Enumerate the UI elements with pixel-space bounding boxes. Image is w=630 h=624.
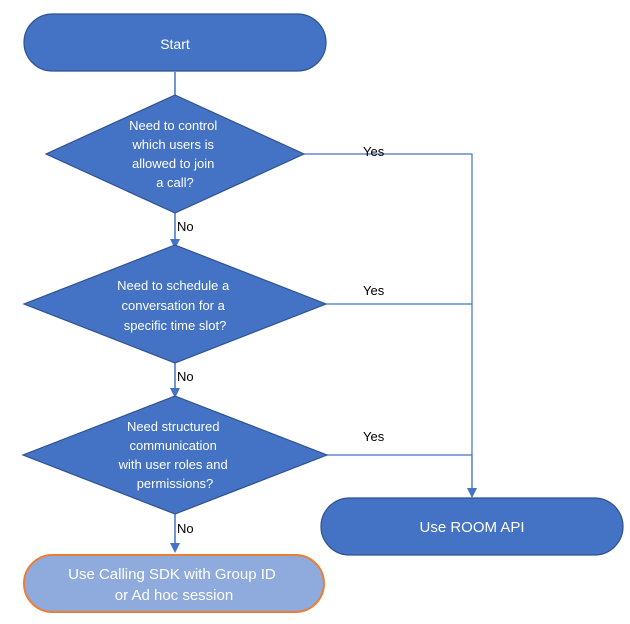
- decision2-line-3: specific time slot?: [124, 318, 227, 333]
- decision3-line-1: Need structured: [127, 419, 220, 434]
- start-label: Start: [160, 36, 190, 52]
- room-api-node: Use ROOM API: [320, 497, 624, 556]
- start-node: Start: [23, 13, 327, 72]
- edge-label-no-1: No: [177, 219, 194, 234]
- decision2-label: Need to schedule a conversation for a sp…: [117, 278, 233, 333]
- decision1-line-4: a call?: [156, 175, 194, 190]
- decision1-shape: [44, 94, 306, 214]
- edge-decision1-yes-to-room-api: [303, 153, 473, 489]
- decision2-line-2: conversation for a: [122, 298, 226, 313]
- room-api-label: Use ROOM API: [419, 519, 524, 536]
- decision1-node: Need to control which users is allowed t…: [44, 94, 306, 214]
- decision1-line-3: allowed to join: [132, 156, 214, 171]
- edge-label-no-3: No: [177, 521, 194, 536]
- decision3-label: Need structured communication with user …: [118, 419, 232, 491]
- edge-label-no-2: No: [177, 369, 194, 384]
- decision3-node: Need structured communication with user …: [21, 395, 329, 515]
- decision1-line-1: Need to control: [129, 118, 217, 133]
- calling-sdk-label: Use Calling SDK with Group ID or Ad hoc …: [68, 566, 280, 604]
- decision3-line-4: permissions?: [137, 476, 214, 491]
- decision2-node: Need to schedule a conversation for a sp…: [22, 244, 328, 364]
- calling-sdk-node: Use Calling SDK with Group ID or Ad hoc …: [23, 554, 325, 613]
- edge-label-yes-2: Yes: [363, 283, 385, 298]
- connectors: [170, 72, 477, 553]
- edge-labels: Yes No Yes No Yes No: [177, 144, 385, 536]
- calling-sdk-line-1: Use Calling SDK with Group ID: [68, 566, 276, 583]
- decision2-line-1: Need to schedule a: [117, 278, 230, 293]
- calling-sdk-line-2: or Ad hoc session: [115, 587, 233, 604]
- room-api-shape: [320, 497, 624, 556]
- decision2-shape: [22, 244, 328, 364]
- start-shape: [23, 13, 327, 72]
- edge-label-yes-3: Yes: [363, 429, 385, 444]
- decision3-line-3: with user roles and: [118, 457, 228, 472]
- decision3-line-2: communication: [129, 438, 216, 453]
- decision3-shape: [21, 395, 329, 515]
- calling-sdk-shape: [23, 554, 325, 613]
- edge-label-yes-1: Yes: [363, 144, 385, 159]
- decision1-label: Need to control which users is allowed t…: [129, 118, 221, 190]
- decision1-line-2: which users is: [131, 137, 214, 152]
